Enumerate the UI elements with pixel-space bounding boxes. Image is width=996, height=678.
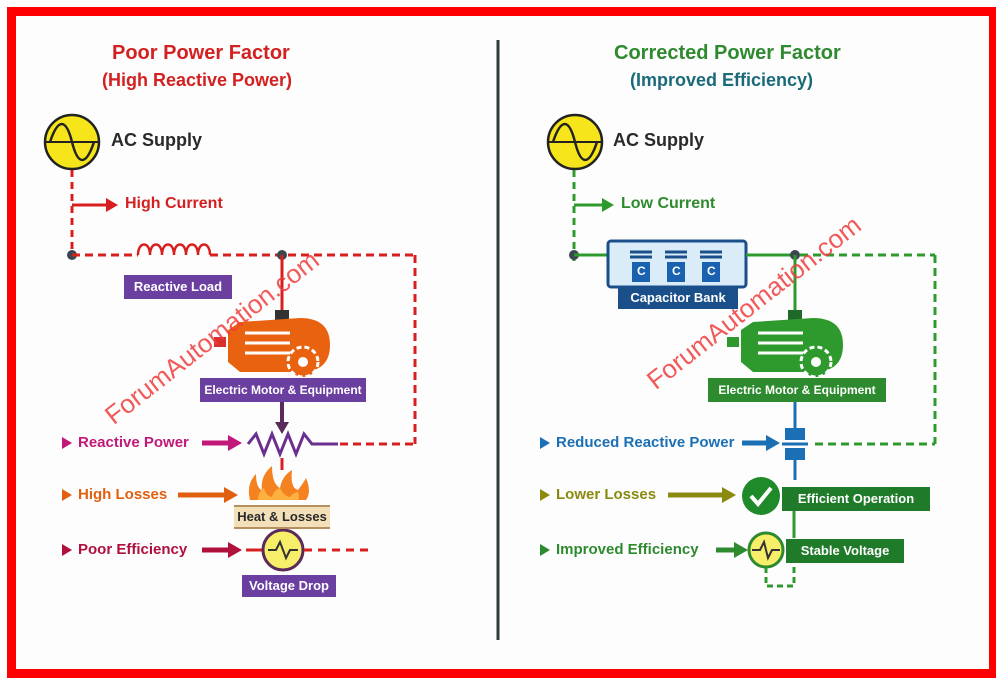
right-motor-icon — [727, 310, 843, 379]
reduced-reactive-label: Reduced Reactive Power — [556, 434, 735, 451]
right-current-label: Low Current — [621, 195, 716, 212]
left-motor-label: Electric Motor & Equipment — [200, 378, 366, 402]
left-current-arrow-icon — [72, 198, 118, 212]
high-losses-arrow-icon — [62, 487, 238, 503]
left-ac-supply-label: AC Supply — [111, 130, 203, 150]
reactive-load-label: Reactive Load — [124, 275, 232, 299]
left-motor-icon — [214, 310, 330, 379]
reactive-power-arrow-icon — [62, 435, 242, 451]
heat-losses-label: Heat & Losses — [234, 505, 330, 529]
left-subtitle: (High Reactive Power) — [102, 70, 293, 90]
right-ac-supply-icon — [546, 113, 604, 171]
resistor-icon — [246, 429, 338, 459]
poor-efficiency-label: Poor Efficiency — [78, 541, 188, 558]
flame-icon — [248, 466, 309, 500]
right-title: Corrected Power Factor — [614, 42, 841, 64]
left-current-label: High Current — [125, 195, 223, 212]
efficient-operation-label: Efficient Operation — [782, 487, 930, 511]
reduced-reactive-arrow-icon — [540, 435, 780, 451]
improved-efficiency-label: Improved Efficiency — [556, 541, 699, 558]
checkmark-icon — [742, 477, 780, 515]
cap-cell-1: C — [637, 264, 646, 278]
left-title: Poor Power Factor — [112, 42, 290, 64]
stable-voltage-label: Stable Voltage — [786, 539, 904, 563]
capacitor-bank-icon — [606, 239, 748, 289]
right-ground-wire — [764, 564, 796, 588]
lower-losses-label: Lower Losses — [556, 486, 657, 503]
right-current-arrow-icon — [574, 198, 614, 212]
voltage-drop-label: Voltage Drop — [242, 575, 336, 597]
improved-efficiency-arrow-icon — [540, 542, 748, 558]
inductor-coil-icon — [136, 243, 212, 256]
high-losses-label: High Losses — [78, 486, 168, 503]
left-down-arrow-icon — [275, 422, 289, 434]
stable-voltage-meter-icon — [747, 531, 785, 569]
voltage-meter-icon — [261, 528, 305, 572]
left-ac-supply-icon — [43, 113, 101, 171]
capacitor-icon — [782, 428, 808, 480]
lower-losses-arrow-icon — [540, 487, 736, 503]
reactive-power-label: Reactive Power — [78, 434, 189, 451]
poor-efficiency-arrow-icon — [62, 542, 242, 558]
cap-cell-2: C — [672, 264, 681, 278]
right-ac-supply-label: AC Supply — [613, 130, 705, 150]
cap-cell-3: C — [707, 264, 716, 278]
right-subtitle: (Improved Efficiency) — [630, 70, 814, 90]
right-motor-label: Electric Motor & Equipment — [708, 378, 886, 402]
capacitor-bank-label: Capacitor Bank — [618, 287, 738, 309]
